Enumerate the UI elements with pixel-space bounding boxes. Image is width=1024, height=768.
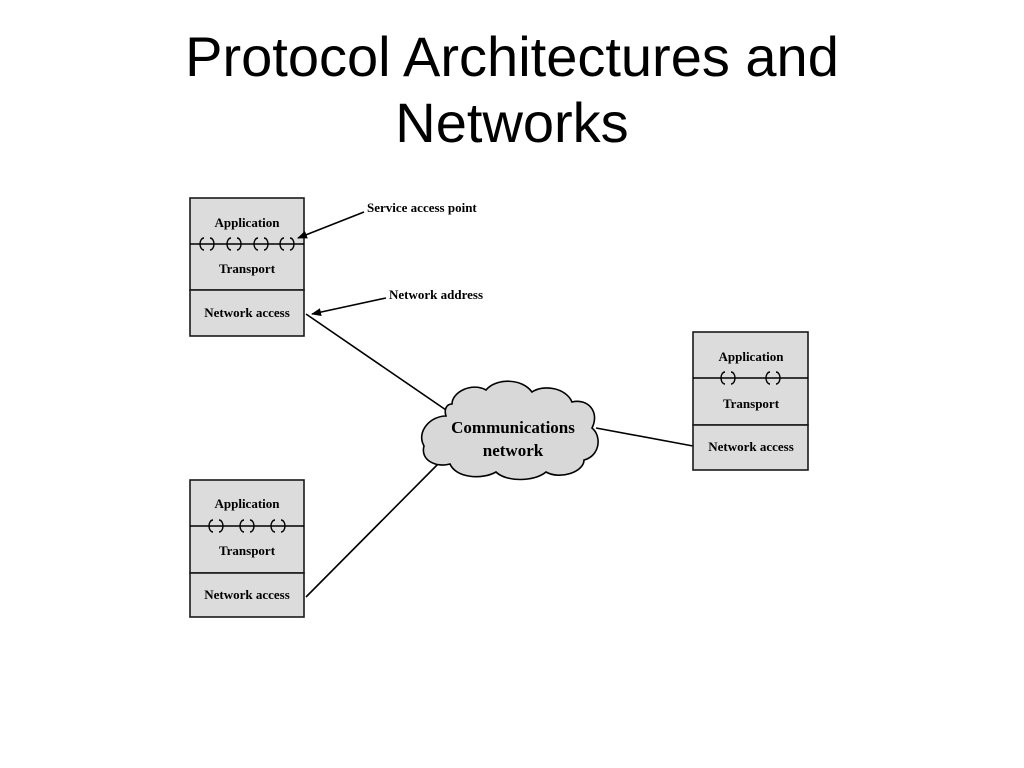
host-stack-3-transport-label: Transport <box>723 396 780 411</box>
network-address-label: Network address <box>389 287 483 302</box>
service-access-point-icon <box>239 519 255 533</box>
service-access-point-icon <box>279 237 295 251</box>
network-address-callout: Network address <box>311 287 483 317</box>
host-stack-2: Application Transport Network access <box>189 479 305 618</box>
service-access-point-icon <box>208 519 224 533</box>
host-stack-3-network-access-label: Network access <box>708 439 794 454</box>
host-stack-3-sap-row <box>693 371 808 385</box>
cloud-label-line-2: network <box>483 441 544 460</box>
host-stack-3-application-label: Application <box>718 349 784 364</box>
host-stack-1-transport-label: Transport <box>219 261 276 276</box>
host-stack-1-network-access-label: Network access <box>204 305 290 320</box>
service-access-point-callout: Service access point <box>297 200 477 239</box>
service-access-point-icon <box>765 371 781 385</box>
service-access-point-arrow <box>297 211 365 239</box>
service-access-point-icon <box>199 237 215 251</box>
host-stack-2-application-label: Application <box>214 496 280 511</box>
host-stack-1: Application Transport Network access <box>189 197 305 337</box>
host-stack-2-network-access-label: Network access <box>204 587 290 602</box>
host-stack-2-sap-row <box>190 519 304 533</box>
cloud-label-line-1: Communications <box>451 418 575 437</box>
service-access-point-icon <box>720 371 736 385</box>
host-stack-1-application-label: Application <box>214 215 280 230</box>
network-address-arrow <box>311 297 387 317</box>
host-stack-1-sap-row <box>190 237 304 251</box>
host-stack-2-network-layer <box>189 572 305 618</box>
slide-title-line-1: Protocol Architectures and <box>185 25 839 88</box>
link-host-1-to-network <box>305 313 447 411</box>
slide-title-line-2: Networks <box>395 91 629 154</box>
host-stack-3-network-layer <box>692 424 809 471</box>
service-access-point-label: Service access point <box>367 200 477 215</box>
service-access-point-icon <box>226 237 242 251</box>
cloud-icon <box>421 380 599 481</box>
host-stack-1-network-layer <box>189 289 305 337</box>
communications-network-cloud: Communications network <box>421 380 599 481</box>
service-access-point-icon <box>253 237 269 251</box>
host-stack-2-transport-label: Transport <box>219 543 276 558</box>
link-host-2-to-network <box>305 459 443 598</box>
link-host-3-to-network <box>595 427 694 447</box>
service-access-point-icon <box>270 519 286 533</box>
host-stack-3: Application Transport Network access <box>692 331 809 471</box>
slide-title: Protocol Architectures and Networks <box>0 24 1024 156</box>
